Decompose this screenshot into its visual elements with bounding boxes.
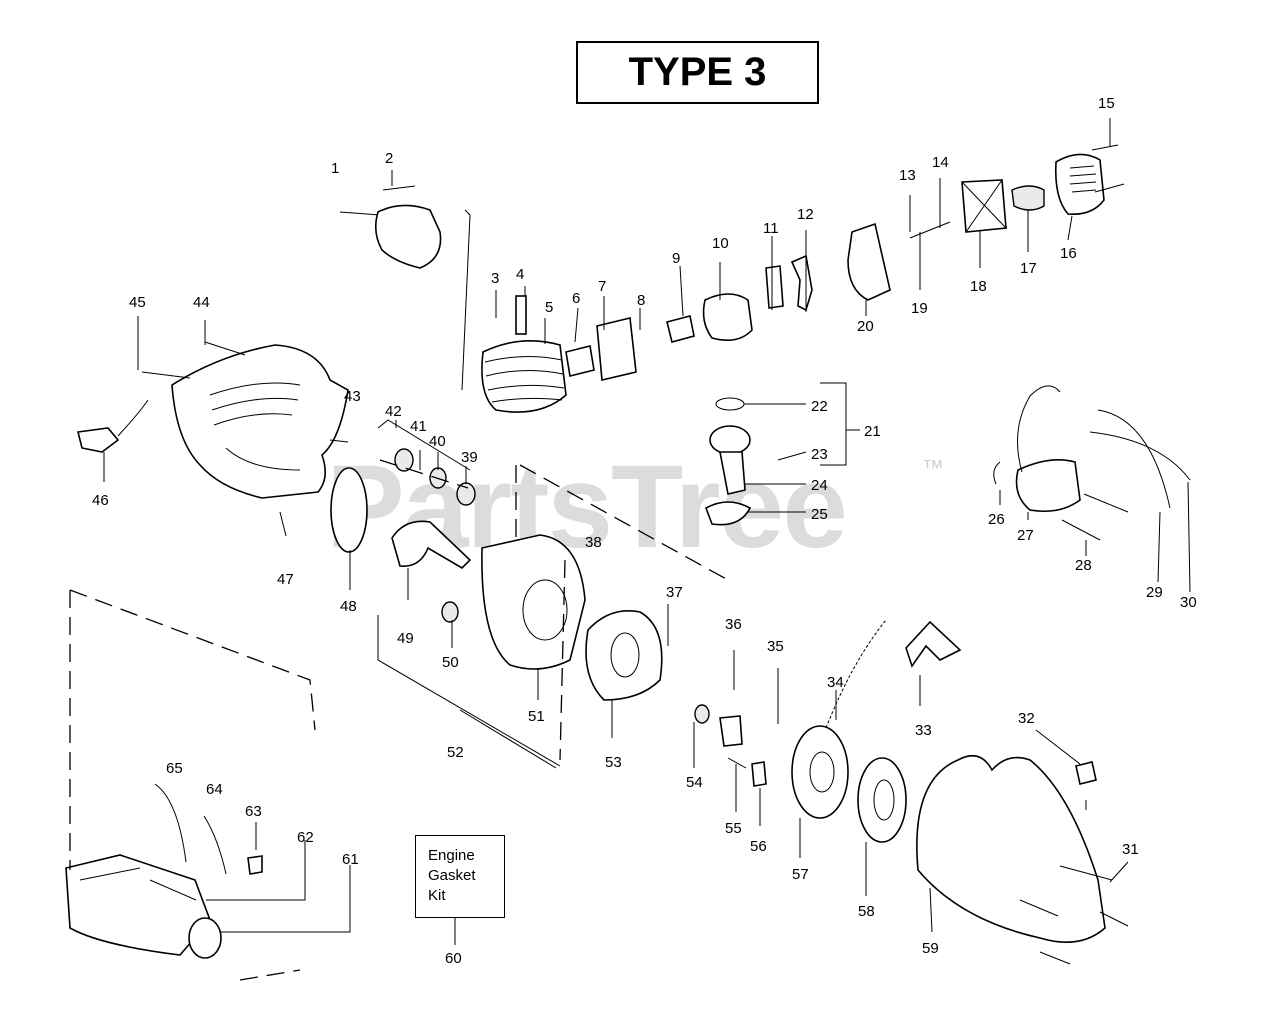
callout-65: 65 xyxy=(166,760,183,777)
callout-21: 21 xyxy=(864,423,881,440)
callout-16: 16 xyxy=(1060,245,1077,262)
part-starter-handle xyxy=(905,620,962,668)
callout-11: 11 xyxy=(763,220,779,237)
callout-55: 55 xyxy=(725,820,742,837)
callout-50: 50 xyxy=(442,654,459,671)
callout-40: 40 xyxy=(429,433,446,450)
part-air-filter-cover xyxy=(1054,153,1105,216)
part-starter-housing xyxy=(916,754,1106,944)
callout-57: 57 xyxy=(792,866,809,883)
callout-13: 13 xyxy=(899,167,916,184)
callout-56: 56 xyxy=(750,838,767,855)
callout-30: 30 xyxy=(1180,594,1197,611)
part-air-filter xyxy=(1011,185,1045,211)
engine-gasket-kit-box: Engine Gasket Kit xyxy=(415,835,505,918)
callout-27: 27 xyxy=(1017,527,1034,544)
callout-26: 26 xyxy=(988,511,1005,528)
callout-18: 18 xyxy=(970,278,987,295)
callout-12: 12 xyxy=(797,206,814,223)
callout-39: 39 xyxy=(461,449,478,466)
callout-34: 34 xyxy=(827,674,844,691)
part-fan-housing xyxy=(171,344,349,499)
callout-14: 14 xyxy=(932,154,949,171)
callout-28: 28 xyxy=(1075,557,1092,574)
callout-3: 3 xyxy=(491,270,499,287)
callout-41: 41 xyxy=(410,418,427,435)
part-crankshaft xyxy=(391,520,472,570)
callout-24: 24 xyxy=(811,477,828,494)
part-carburetor xyxy=(702,293,753,341)
callout-6: 6 xyxy=(572,290,580,307)
callout-35: 35 xyxy=(767,638,784,655)
callout-22: 22 xyxy=(811,398,828,415)
callout-64: 64 xyxy=(206,781,223,798)
callout-42: 42 xyxy=(385,403,402,420)
callout-38: 38 xyxy=(585,534,602,551)
kit-label-line-2: Gasket xyxy=(428,867,476,884)
callout-23: 23 xyxy=(811,446,828,463)
callout-43: 43 xyxy=(344,388,361,405)
callout-58: 58 xyxy=(858,903,875,920)
callout-4: 4 xyxy=(516,266,524,283)
callout-36: 36 xyxy=(725,616,742,633)
callout-2: 2 xyxy=(385,150,393,167)
part-piston xyxy=(709,425,751,455)
part-air-box xyxy=(847,222,891,301)
kit-label-line-1: Engine xyxy=(428,847,475,864)
callout-25: 25 xyxy=(811,506,828,523)
callout-45: 45 xyxy=(129,294,146,311)
part-crankcase-half xyxy=(585,610,663,701)
callout-15: 15 xyxy=(1098,95,1115,112)
callout-61: 61 xyxy=(342,851,359,868)
callout-48: 48 xyxy=(340,598,357,615)
kit-label-line-3: Kit xyxy=(428,887,446,904)
callout-62: 62 xyxy=(297,829,314,846)
callout-20: 20 xyxy=(857,318,874,335)
part-starter-pulley xyxy=(791,725,849,819)
callout-10: 10 xyxy=(712,235,729,252)
callout-19: 19 xyxy=(911,300,928,317)
callout-52: 52 xyxy=(447,744,464,761)
callout-44: 44 xyxy=(193,294,210,311)
callout-63: 63 xyxy=(245,803,262,820)
callout-51: 51 xyxy=(528,708,545,725)
callout-17: 17 xyxy=(1020,260,1037,277)
callout-29: 29 xyxy=(1146,584,1163,601)
part-recoil-spring xyxy=(857,757,907,843)
callout-8: 8 xyxy=(637,292,645,309)
part-intake-manifold xyxy=(596,317,637,381)
part-crankcase xyxy=(481,534,586,670)
callout-60: 60 xyxy=(445,950,462,967)
part-fuel-cap xyxy=(188,917,222,959)
callout-1: 1 xyxy=(331,160,339,177)
callout-9: 9 xyxy=(672,250,680,267)
part-ignition-coil xyxy=(1015,459,1081,513)
watermark-trademark: ™ xyxy=(922,455,944,480)
callout-31: 31 xyxy=(1122,841,1139,858)
diagram-title: TYPE 3 xyxy=(576,41,819,104)
callout-59: 59 xyxy=(922,940,939,957)
callout-32: 32 xyxy=(1018,710,1035,727)
callout-37: 37 xyxy=(666,584,683,601)
callout-54: 54 xyxy=(686,774,703,791)
callout-53: 53 xyxy=(605,754,622,771)
callout-49: 49 xyxy=(397,630,414,647)
part-heat-shield xyxy=(374,204,442,269)
part-spark-plug xyxy=(515,295,527,335)
callout-33: 33 xyxy=(915,722,932,739)
callout-7: 7 xyxy=(598,278,606,295)
callout-5: 5 xyxy=(545,299,553,316)
callout-46: 46 xyxy=(92,492,109,509)
callout-47: 47 xyxy=(277,571,294,588)
